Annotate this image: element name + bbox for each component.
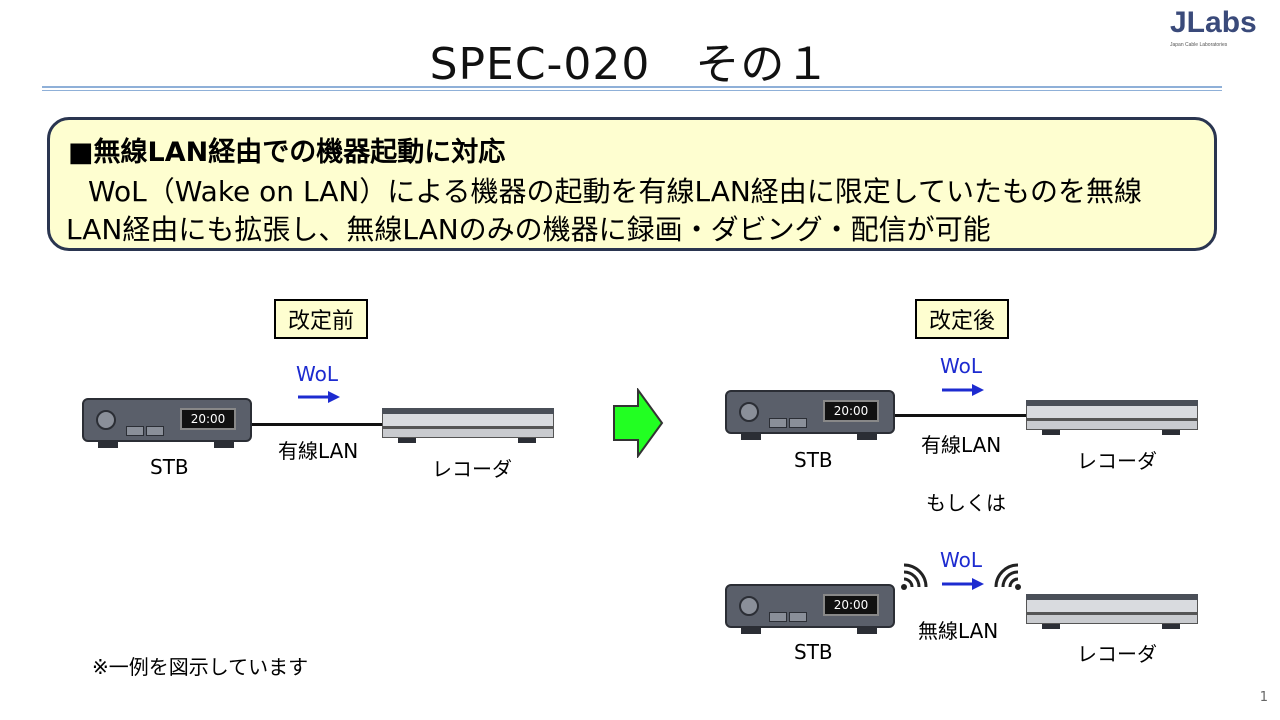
before-cable	[252, 423, 382, 426]
after-wireless-link-label: 無線LAN	[918, 619, 999, 643]
wireless-signal-out-icon	[901, 563, 928, 590]
after-wired-stb-device: 20:00	[725, 390, 895, 442]
before-wol-arrow	[298, 391, 340, 403]
after-wireless-wol-label: WoL	[940, 548, 982, 572]
slide-title: SPEC-020 その１	[429, 39, 831, 90]
before-stb-label: STB	[150, 455, 189, 479]
title-divider-thin	[42, 90, 1222, 91]
after-wireless-stb-time: 20:00	[823, 594, 879, 616]
footnote: ※一例を図示しています	[92, 655, 309, 679]
after-wireless-stb-device: 20:00	[725, 584, 895, 636]
after-wireless-wol-arrow	[942, 578, 984, 590]
after-label: 改定後	[915, 299, 1009, 339]
after-wired-recorder-device	[1026, 400, 1198, 435]
logo-text: JLabs	[1170, 6, 1257, 39]
summary-heading: ■無線LAN経由での機器起動に対応	[68, 137, 506, 168]
summary-line-1: WoL（Wake on LAN）による機器の起動を有線LAN経由に限定していたも…	[88, 175, 1142, 208]
logo-subtext: Japan Cable Laboratories	[1170, 42, 1228, 48]
before-recorder-device	[382, 408, 554, 443]
transition-arrow-icon	[613, 388, 664, 458]
or-text: もしくは	[926, 491, 1006, 515]
stb-knob-icon	[96, 410, 116, 430]
after-wireless-stb-label: STB	[794, 640, 833, 664]
after-wired-link-label: 有線LAN	[921, 433, 1002, 457]
after-wireless-recorder-device	[1026, 594, 1198, 629]
stb-knob-icon	[739, 596, 759, 616]
summary-line-2: LAN経由にも拡張し、無線LANのみの機器に録画・ダビング・配信が可能	[66, 213, 991, 246]
after-wired-cable	[895, 414, 1027, 417]
wireless-signal-in-icon	[994, 563, 1021, 590]
after-wireless-recorder-label: レコーダ	[1077, 642, 1157, 666]
before-stb-time: 20:00	[180, 408, 236, 430]
before-recorder-label: レコーダ	[432, 457, 512, 481]
before-wol-label: WoL	[296, 362, 338, 386]
before-label: 改定前	[274, 299, 368, 339]
after-wired-stb-label: STB	[794, 448, 833, 472]
stb-knob-icon	[739, 402, 759, 422]
before-stb-device: 20:00	[82, 398, 252, 450]
page-number: 1	[1259, 690, 1268, 705]
after-wired-wol-arrow	[942, 384, 984, 396]
after-wired-recorder-label: レコーダ	[1077, 449, 1157, 473]
jlabs-logo: JLabs Japan Cable Laboratories	[1170, 6, 1257, 48]
after-wired-wol-label: WoL	[940, 354, 982, 378]
after-wired-stb-time: 20:00	[823, 400, 879, 422]
before-link-label: 有線LAN	[278, 439, 359, 463]
summary-box	[47, 117, 1217, 251]
title-divider	[42, 86, 1222, 88]
